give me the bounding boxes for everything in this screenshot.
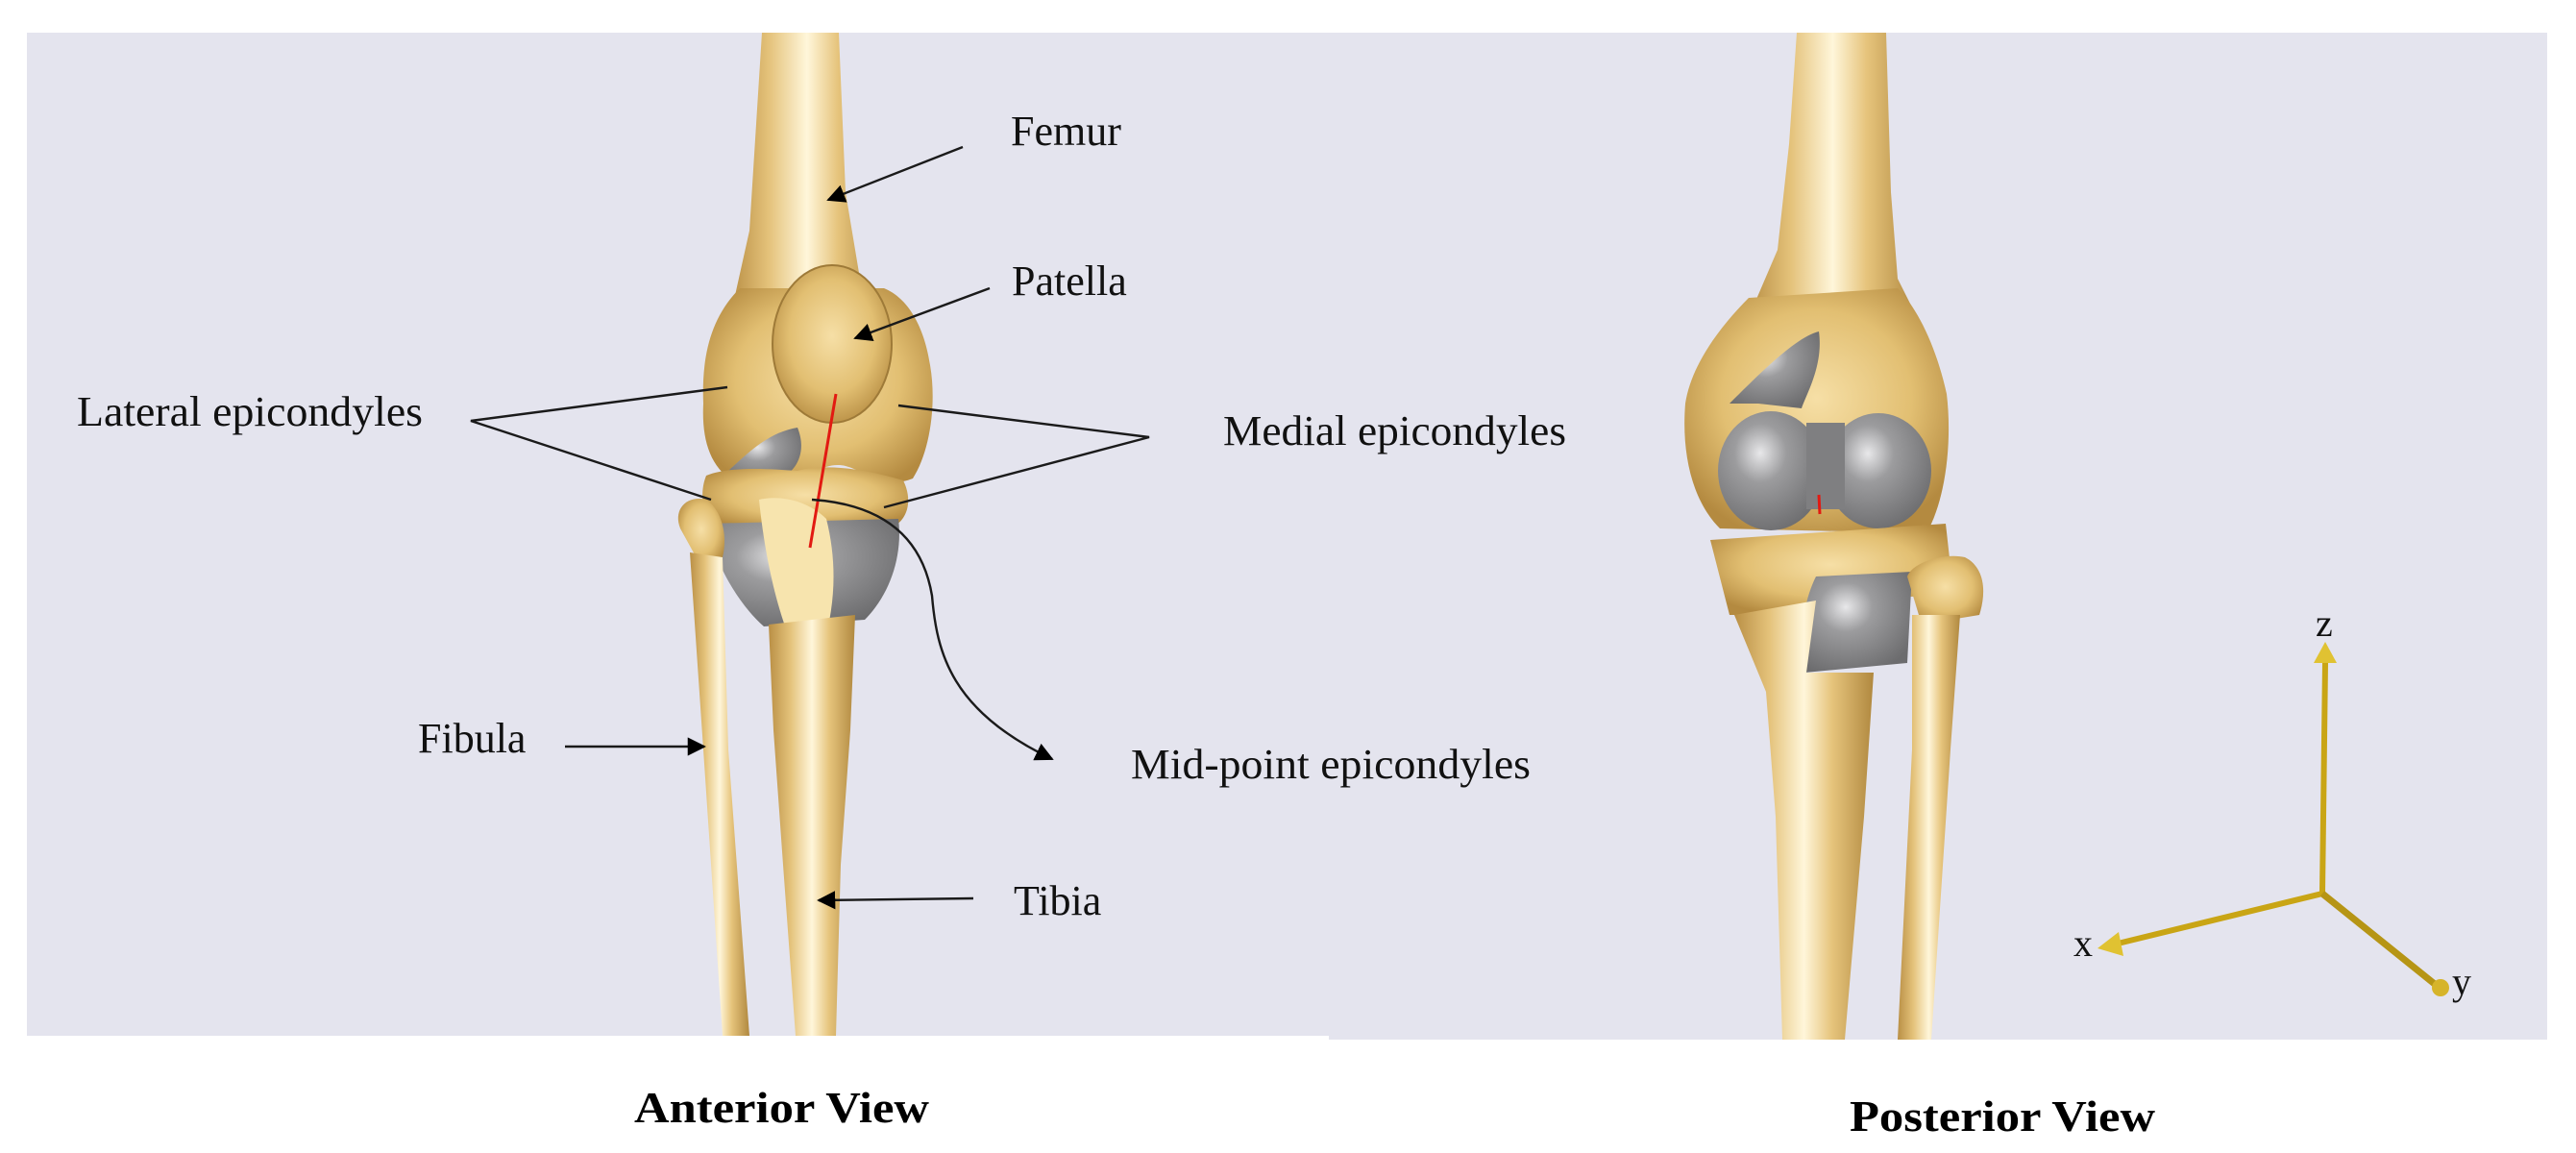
posterior-condyle-cartilage-medial <box>1826 413 1931 528</box>
triad-x-label: x <box>2073 921 2093 965</box>
triad-z-label: z <box>2316 601 2333 645</box>
tibia-arrow <box>817 891 974 910</box>
posterior-femur-shaft <box>1749 33 1917 317</box>
tibial-plateau <box>702 467 909 528</box>
anterior-panel-background <box>27 33 1329 1036</box>
label-lateral-epicondyles: Lateral epicondyles <box>77 388 423 435</box>
posterior-femur-grey-sliver <box>1730 331 1820 408</box>
lateral-epicondyles-leader <box>470 385 728 502</box>
posterior-tibia-shaft <box>1734 601 1874 1040</box>
femur-arrow <box>826 145 964 203</box>
patella-arrow <box>853 286 991 341</box>
anterior-labels: Femur Patella Lateral epicondyles Medial… <box>77 108 1566 924</box>
femur-shaft <box>730 33 884 317</box>
label-fibula: Fibula <box>418 715 526 762</box>
label-tibia: Tibia <box>1014 877 1101 924</box>
label-patella: Patella <box>1012 258 1127 305</box>
caption-anterior-view: Anterior View <box>634 1083 929 1132</box>
caption-posterior-view: Posterior View <box>1850 1092 2155 1141</box>
label-femur: Femur <box>1011 108 1121 155</box>
fibula-shaft <box>690 552 749 1036</box>
anterior-bones <box>677 33 933 1036</box>
label-medial-epicondyles: Medial epicondyles <box>1223 407 1566 454</box>
triad-z-arrowhead <box>2314 642 2337 663</box>
triad-z-axis <box>2319 662 2328 895</box>
triad-y-endpoint <box>2432 979 2449 996</box>
posterior-tibial-cartilage <box>1802 572 1912 673</box>
triad-x-axis <box>2113 891 2323 947</box>
posterior-notch-cartilage <box>1806 423 1845 509</box>
label-midpoint-epicondyles: Mid-point epicondyles <box>1131 741 1531 788</box>
coordinate-triad: z x y <box>2073 601 2471 1003</box>
anterior-panel <box>27 33 1329 1036</box>
midpoint-epicondyles-arrow <box>811 498 1054 761</box>
posterior-fibula-head <box>1907 555 1984 625</box>
tibia-shaft <box>769 615 855 1036</box>
posterior-axis-line <box>1817 494 1822 515</box>
patella <box>772 264 893 424</box>
tibial-tuberosity <box>759 498 834 634</box>
mechanical-axis-line <box>808 393 838 549</box>
triad-y-axis <box>2319 891 2439 988</box>
fibula-head <box>677 499 725 567</box>
posterior-fibula-shaft <box>1898 615 1960 1040</box>
anterior-annotations <box>470 145 1150 910</box>
posterior-condyle-cartilage-lateral <box>1718 411 1824 530</box>
triad-x-arrowhead <box>2098 932 2123 956</box>
medial-epicondyles-leader <box>883 404 1150 509</box>
triad-y-label: y <box>2452 960 2471 1003</box>
posterior-bones <box>1684 33 1984 1040</box>
